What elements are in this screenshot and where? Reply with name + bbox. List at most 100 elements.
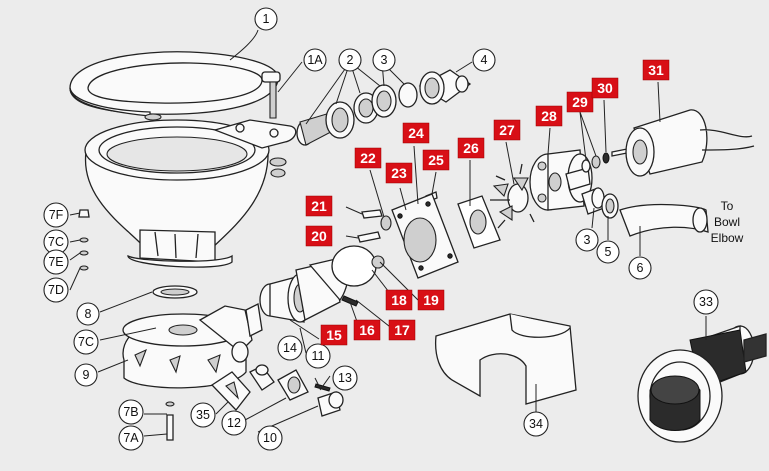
motor-shaft-seals: [581, 147, 633, 173]
callout-12: 12: [221, 410, 247, 436]
callout-33-label: 33: [699, 295, 713, 309]
note-line-2: Bowl: [714, 215, 740, 229]
callout-7f: 7F: [43, 202, 69, 228]
red-label-15-text: 15: [326, 327, 342, 343]
callout-7c-bottom: 7C: [73, 329, 99, 355]
red-label-25-text: 25: [428, 152, 444, 168]
callout-13: 13: [332, 365, 358, 391]
red-label-18-text: 18: [391, 292, 407, 308]
red-label-27: 27: [493, 119, 521, 141]
callout-7b-label: 7B: [123, 405, 138, 419]
callout-5: 5: [596, 240, 620, 264]
callout-7d-label: 7D: [48, 283, 64, 297]
callout-3-right: 3: [575, 228, 599, 252]
red-label-28-text: 28: [541, 108, 557, 124]
pump-cover-34: [434, 313, 577, 405]
callout-7c-left-label: 7C: [48, 235, 64, 249]
callout-7e-label: 7E: [48, 255, 63, 269]
pump-base: [122, 305, 253, 389]
callout-13-label: 13: [338, 371, 352, 385]
electric-motor: [625, 109, 755, 177]
red-label-20-text: 20: [311, 228, 327, 244]
callout-14-label: 14: [283, 341, 297, 355]
callout-6-label: 6: [637, 261, 644, 275]
callout-7c-bottom-label: 7C: [78, 335, 94, 349]
red-label-16: 16: [353, 319, 381, 341]
impeller: [490, 163, 535, 229]
red-label-16-text: 16: [359, 322, 375, 338]
callout-12-label: 12: [227, 416, 241, 430]
hose-fittings: [581, 187, 709, 237]
to-bowl-elbow-note: To Bowl Elbow: [711, 199, 744, 245]
red-label-23-text: 23: [391, 165, 407, 181]
red-label-29-text: 29: [572, 94, 588, 110]
red-label-22: 22: [354, 147, 382, 169]
note-line-1: To: [721, 199, 734, 213]
red-label-28: 28: [535, 105, 563, 127]
red-label-21-text: 21: [311, 198, 327, 214]
elbow-seal-group: [296, 82, 418, 146]
callout-1a: 1A: [303, 48, 327, 72]
seat-lid: [69, 51, 281, 121]
red-label-24: 24: [402, 122, 430, 144]
callout-34: 34: [523, 411, 549, 437]
red-label-27-text: 27: [499, 122, 515, 138]
callout-3-right-label: 3: [584, 233, 591, 247]
red-label-19: 19: [417, 289, 445, 311]
red-label-18: 18: [385, 289, 413, 311]
callout-2: 2: [338, 48, 362, 72]
motor-pump-body: [529, 149, 593, 211]
callout-1-label: 1: [263, 12, 270, 26]
callout-7e: 7E: [43, 249, 69, 275]
red-label-15: 15: [320, 324, 348, 346]
callout-35: 35: [190, 402, 216, 428]
callout-11: 11: [305, 343, 331, 369]
toilet-bowl: [84, 119, 297, 268]
callout-11-label: 11: [312, 349, 325, 363]
base-gasket: [152, 285, 198, 299]
red-label-17: 17: [388, 319, 416, 341]
pump-cover-plate: [371, 193, 459, 279]
red-label-22-text: 22: [360, 150, 376, 166]
red-label-31-text: 31: [648, 62, 664, 78]
callout-7b: 7B: [118, 399, 144, 425]
callout-4-label: 4: [481, 53, 488, 67]
callout-5-label: 5: [605, 245, 612, 259]
callout-3-top: 3: [372, 48, 396, 72]
callout-7a-label: 7A: [123, 431, 139, 445]
red-label-31: 31: [642, 59, 670, 81]
red-label-25: 25: [422, 149, 450, 171]
impeller-gasket: [457, 195, 501, 249]
callout-7c-left: 7C: [43, 229, 69, 255]
elbow-fitting: [418, 69, 472, 105]
callout-7d: 7D: [43, 277, 69, 303]
callout-7f-label: 7F: [49, 208, 64, 222]
bolt-7a: [165, 401, 175, 441]
callout-9: 9: [74, 363, 98, 387]
callout-6: 6: [628, 256, 652, 280]
red-label-29: 29: [566, 91, 594, 113]
small-fittings: [210, 364, 344, 417]
callout-8: 8: [76, 302, 100, 326]
flush-switch: [637, 325, 767, 443]
red-label-30-text: 30: [597, 80, 613, 96]
callout-7a: 7A: [118, 425, 144, 451]
mounting-hardware-left: [78, 209, 90, 271]
red-label-21: 21: [305, 195, 333, 217]
red-label-23: 23: [385, 162, 413, 184]
note-line-3: Elbow: [711, 231, 744, 245]
callout-34-label: 34: [529, 417, 543, 431]
red-label-26-text: 26: [463, 140, 479, 156]
callout-2-label: 2: [347, 53, 354, 67]
callout-1a-label: 1A: [307, 53, 323, 67]
red-label-19-text: 19: [423, 292, 439, 308]
callout-4: 4: [472, 48, 496, 72]
pump-gasket: [331, 245, 377, 287]
leader-lines: [69, 29, 707, 437]
callout-10: 10: [257, 425, 283, 451]
red-label-26: 26: [457, 137, 485, 159]
callout-33: 33: [693, 289, 719, 315]
red-label-20: 20: [305, 225, 333, 247]
callout-35-label: 35: [196, 408, 210, 422]
